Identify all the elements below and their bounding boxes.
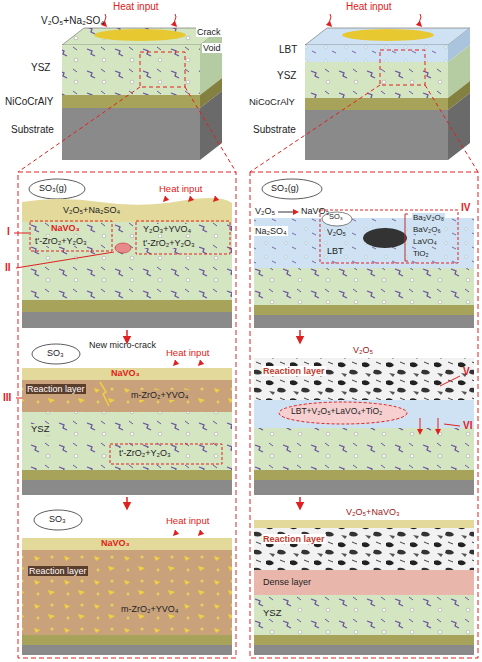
heat-label: Heat input [165,516,210,527]
feature-label: Crack [196,27,222,37]
coating-block [18,14,236,172]
zoom-panel [18,172,236,658]
product-label: NaVO₃ [100,538,131,548]
callout-number: V [462,366,471,378]
layer-label: NiCoCrAlY [4,96,54,108]
phase-label: m-ZrO₂+YVO₄ [120,604,179,614]
callout-number: IV [460,202,471,214]
heat-label: Heat input [112,1,160,13]
heat-label: Heat input [345,1,393,13]
heat-label: Heat input [158,184,203,195]
gas-label: SO₃(g) [38,183,68,193]
gas-label: SO₃ [328,213,344,222]
product-label: NaVO₃ [300,206,330,216]
phase-label: t'-ZrO₂+Y₂O₃ [118,448,172,458]
callout-number: I [6,226,11,238]
deposit-label: V₂O₅+NaVO₃ [345,507,401,517]
gas-label: SO₃ [48,514,67,524]
product-label: V₂O₅ [326,228,347,238]
phase-label: t'-ZrO₂+Y₂O₃ [34,236,88,246]
layer-label: NiCoCrAlY [248,97,296,108]
layer-label: Reaction layer [26,384,86,394]
deposit-label: Na₂SO₄ [254,226,288,236]
phase-label: LBT+V₂O₅+LaVO₄+TiO₂ [290,407,383,417]
stage-illustration [254,520,474,655]
heat-label: Heat input [165,348,210,359]
phase-label: t'-ZrO₂+Y₂O₃ [142,238,196,248]
gas-label: SO₃ [46,348,65,358]
callout-number: III [2,392,12,404]
stage-illustration [22,510,232,655]
zoom-panel [250,172,478,658]
product-label: NaVO₃ [50,223,81,233]
deposit-label: V₂O₅+Na₂SO₄ [40,15,105,27]
layer-label: Reaction layer [262,366,326,376]
layer-label: Substrate [252,124,297,136]
gas-label: SO₃(g) [270,183,300,193]
phase-label: m-ZrO₂+YVO₄ [130,390,189,400]
layer-label: Reaction layer [28,566,88,576]
phase-label: Ba₃V₂O₈ [412,213,445,222]
callout-number: VI [462,420,473,432]
product-label: NaVO₃ [110,368,141,378]
callout-number: II [4,262,12,274]
coating-block [250,14,478,172]
phase-label: BaV₂O₆ [412,225,442,234]
stage-illustration [16,344,232,495]
phase-label: Y₂O₃+YVO₄ [142,224,192,234]
layer-label: Reaction layer [262,534,326,544]
stage-illustration [254,358,474,495]
deposit-label: V₂O₅ [352,345,374,355]
feature-label: Void [202,43,222,53]
layer-label: YSZ [262,608,282,619]
deposit-label: V₂O₅ [254,206,276,216]
layer-label: Substrate [10,124,55,136]
layer-label: YSZ [276,70,297,82]
stage-illustration [14,179,232,328]
layer-label: LBT [326,246,345,256]
layer-label: LBT [278,44,298,56]
layer-label: YSZ [30,424,50,435]
deposit-label: V₂O₅+Na₂SO₄ [62,205,121,215]
layer-label: YSZ [30,62,51,74]
phase-label: TiO₂ [412,249,430,258]
feature-label: New micro-crack [88,340,157,350]
stage-illustration [254,179,474,328]
layer-label: Dense layer [262,577,312,587]
phase-label: LaVO₄ [412,237,438,246]
